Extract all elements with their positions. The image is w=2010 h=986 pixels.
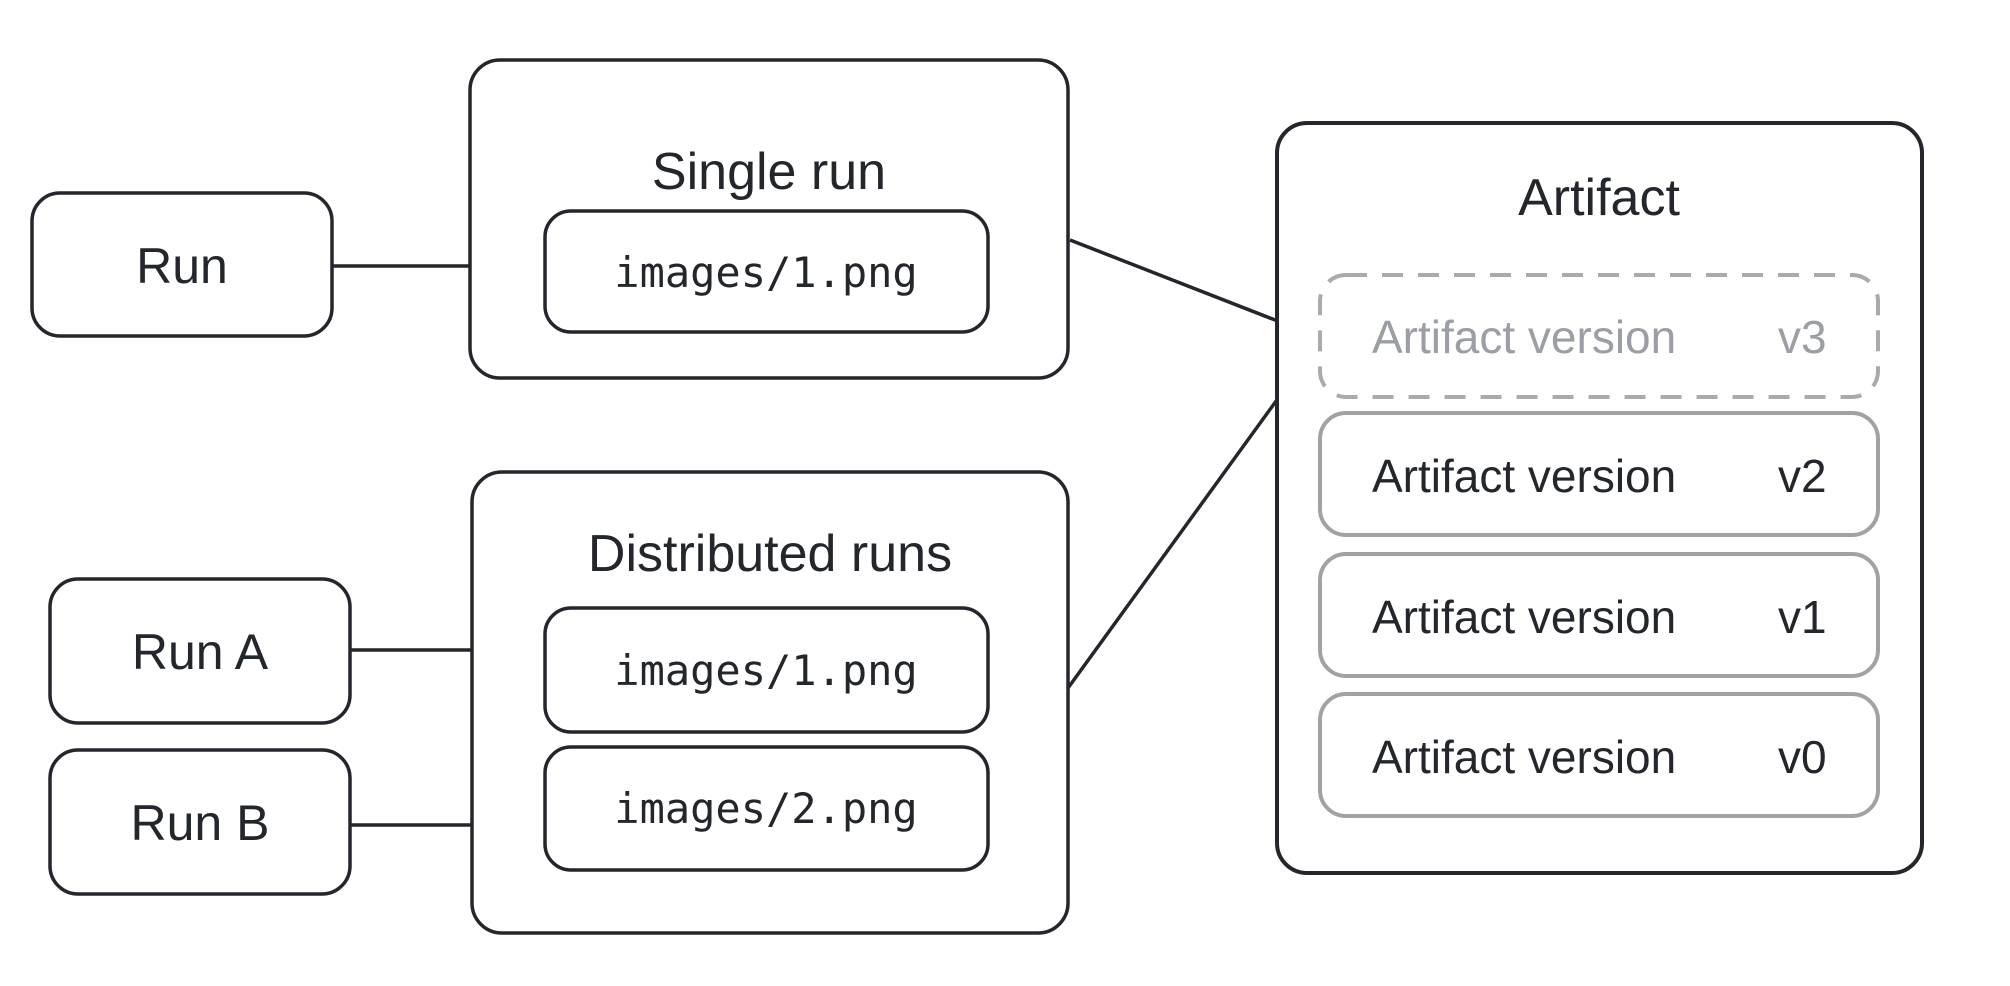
distributed-image-2-box [543, 745, 990, 872]
artifact-version-v3-tag: v3 [1778, 311, 1827, 363]
artifact-version-v2-tag: v2 [1778, 450, 1827, 502]
single-run-image-path: images/1.png [614, 248, 917, 297]
artifact-version-v0-label: Artifact version [1372, 731, 1676, 783]
distributed-runs-title: Distributed runs [588, 525, 952, 583]
run-a-label: Run A [132, 624, 269, 680]
run-b-box [48, 748, 352, 896]
artifact-version-v3-label: Artifact version [1372, 311, 1676, 363]
artifact-version-v1-tag: v1 [1778, 591, 1827, 643]
distributed-image-1-path: images/1.png [614, 646, 917, 695]
run-box [30, 191, 334, 338]
single-run-image-box [543, 209, 990, 334]
artifact-version-v0-tag: v0 [1778, 731, 1827, 783]
artifact-version-v0-box [1318, 692, 1880, 818]
run-b-label: Run B [131, 795, 270, 851]
distributed-image-2-path: images/2.png [614, 784, 917, 833]
artifact-version-v3-box [1318, 273, 1880, 399]
single-run-title: Single run [652, 143, 886, 201]
artifact-version-v1-label: Artifact version [1372, 591, 1676, 643]
run-a-box [48, 577, 352, 725]
run-label: Run [136, 238, 228, 294]
arrow-distributed-runs-to-artifact-v3 [1066, 344, 1318, 690]
artifact-version-v2-label: Artifact version [1372, 450, 1676, 502]
artifact-version-v1-box [1318, 552, 1880, 678]
artifact-version-v2-box [1318, 411, 1880, 537]
artifact-title: Artifact [1518, 169, 1680, 227]
distributed-image-1-box [543, 606, 990, 734]
